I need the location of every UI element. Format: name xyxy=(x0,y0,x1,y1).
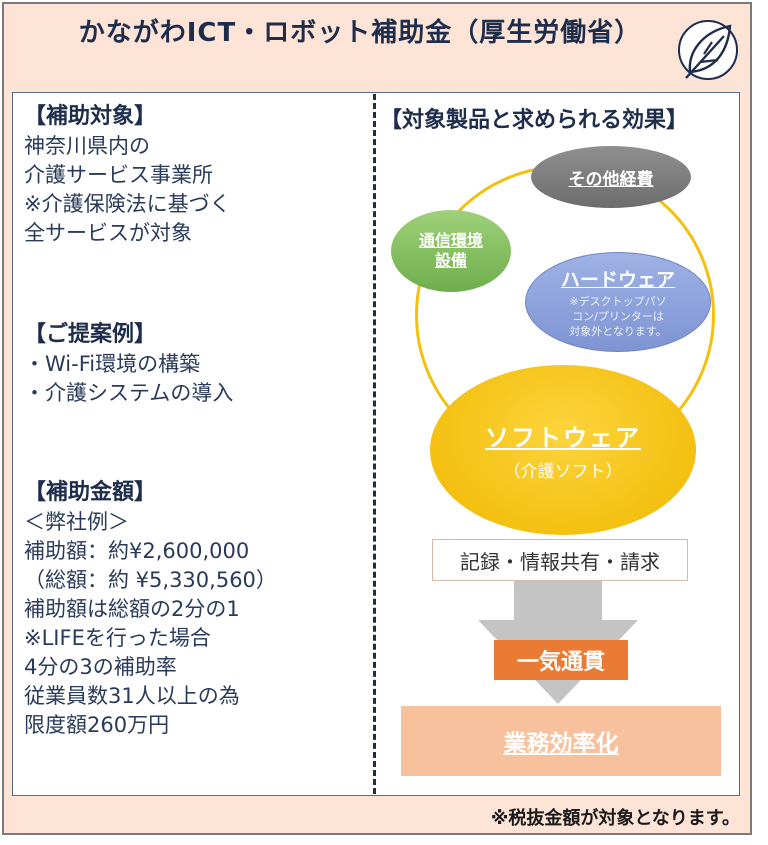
target-section: 【補助対象】 神奈川県内の 介護サービス事業所 ※介護保険法に基づく 全サービス… xyxy=(24,102,231,248)
amount-line: 限度額260万円 xyxy=(24,713,170,737)
target-line: 全サービスが対象 xyxy=(24,221,192,245)
page-title: かながわICT・ロボット補助金（厚生労働省） xyxy=(78,18,642,48)
comm-equipment-label: 設備 xyxy=(434,251,467,270)
flow-arrow-shaft xyxy=(514,580,602,620)
amount-line: ※LIFEを行った場合 xyxy=(24,626,211,650)
proposal-line: ・介護システムの導入 xyxy=(24,381,234,405)
tax-footnote: ※税抜金額が対象となります。 xyxy=(490,808,740,829)
proposal-section: 【ご提案例】 ・Wi-Fi環境の構築 ・介護システムの導入 xyxy=(24,320,233,408)
amount-line: 4分の3の補助率 xyxy=(24,655,177,679)
amount-heading: 【補助金額】 xyxy=(24,480,157,505)
target-line: 神奈川県内の xyxy=(24,134,150,158)
other-costs-label: その他経費 xyxy=(568,169,654,190)
hardware-note: 対象外となります。 xyxy=(569,325,667,338)
column-divider xyxy=(373,94,376,794)
other-costs-bubble: その他経費 xyxy=(531,146,691,208)
hardware-note: コン/プリンターは xyxy=(572,310,664,323)
target-line: 介護サービス事業所 xyxy=(24,163,213,187)
comm-equipment-label: 通信環境 xyxy=(418,231,483,250)
efficiency-box: 業務効率化 xyxy=(401,706,721,776)
record-sharing-box: 記録・情報共有・請求 xyxy=(432,539,688,581)
hardware-note: ※デスクトップパソ xyxy=(569,295,667,308)
hardware-label: ハードウェア xyxy=(560,269,675,291)
hardware-bubble: ハードウェア ※デスクトップパソ コン/プリンターは 対象外となります。 xyxy=(525,252,711,352)
amount-line: 補助額は総額の2分の1 xyxy=(24,597,240,621)
proposal-line: ・Wi-Fi環境の構築 xyxy=(24,352,201,376)
amount-line: ＜弊社例＞ xyxy=(24,510,129,534)
software-bubble: ソフトウェア （介護ソフト） xyxy=(430,365,696,535)
efficiency-label: 業務効率化 xyxy=(503,731,619,757)
leaf-icon xyxy=(678,20,738,80)
integrated-flow-badge: 一気通貫 xyxy=(494,640,628,680)
target-heading: 【補助対象】 xyxy=(24,104,157,129)
products-heading: 【対象製品と求められる効果】 xyxy=(380,108,689,133)
software-label: ソフトウェア xyxy=(485,424,641,452)
amount-section: 【補助金額】 ＜弊社例＞ 補助額：約¥2,600,000 （総額：約 ¥5,33… xyxy=(24,478,277,740)
comm-equipment-bubble: 通信環境 設備 xyxy=(391,210,511,292)
software-sublabel: （介護ソフト） xyxy=(503,462,623,482)
amount-line: 従業員数31人以上の為 xyxy=(24,684,240,708)
amount-line: （総額：約 ¥5,330,560） xyxy=(24,568,277,592)
proposal-heading: 【ご提案例】 xyxy=(24,322,157,347)
target-line: ※介護保険法に基づく xyxy=(24,192,231,216)
amount-line: 補助額：約¥2,600,000 xyxy=(24,539,250,563)
